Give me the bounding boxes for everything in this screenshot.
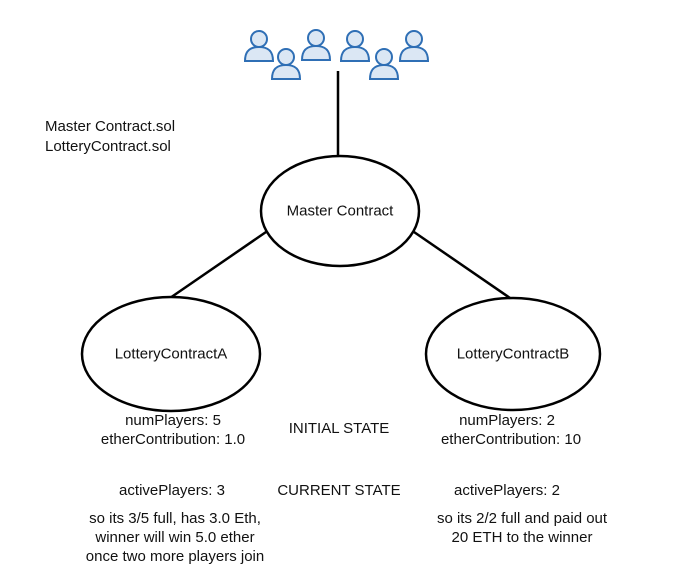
lottery-a-num-players: numPlayers: 5	[125, 412, 221, 429]
user-icon	[399, 30, 429, 62]
lottery-a-note-line1: so its 3/5 full, has 3.0 Eth,	[89, 510, 261, 527]
lottery-contract-b-node	[424, 296, 602, 412]
connector-master-b	[413, 230, 511, 300]
lottery-b-note-line1: so its 2/2 full and paid out	[436, 510, 608, 527]
current-state-label: CURRENT STATE	[277, 482, 401, 499]
master-contract-label: Master Contract	[286, 202, 394, 220]
initial-state-label: INITIAL STATE	[288, 420, 390, 437]
master-contract-node	[259, 154, 421, 268]
lottery-b-ether-contribution: etherContribution: 10	[440, 431, 582, 448]
user-icon	[271, 48, 301, 80]
lottery-b-active-players: activePlayers: 2	[454, 482, 560, 499]
user-icon	[369, 48, 399, 80]
connector-master-a	[169, 230, 267, 300]
lottery-contract-a-node	[80, 295, 262, 413]
file-name-master: Master Contract.sol	[45, 118, 176, 135]
lottery-a-ether-contribution: etherContribution: 1.0	[100, 431, 246, 448]
user-icon	[340, 30, 370, 62]
lottery-contract-a-label: LotteryContractA	[114, 345, 228, 363]
user-icon	[244, 30, 274, 62]
user-icon	[301, 29, 331, 61]
file-name-lottery: LotteryContract.sol	[45, 138, 171, 155]
lottery-a-active-players: activePlayers: 3	[119, 482, 225, 499]
lottery-a-note-line3: once two more players join	[85, 548, 265, 565]
lottery-a-note-line2: winner will win 5.0 ether	[95, 529, 255, 546]
lottery-b-note-line2: 20 ETH to the winner	[451, 529, 593, 546]
lottery-contract-b-label: LotteryContractB	[456, 345, 570, 363]
users-group	[244, 29, 429, 80]
lottery-b-num-players: numPlayers: 2	[459, 412, 555, 429]
